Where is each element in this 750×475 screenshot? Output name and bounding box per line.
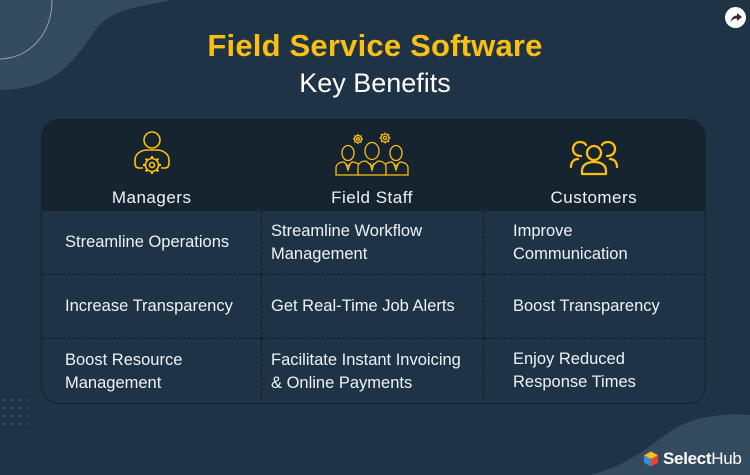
table-cell: Boost Transparency [484, 275, 705, 339]
table-header: Managers [42, 120, 705, 211]
column-label: Managers [111, 188, 192, 207]
field-staff-icon [335, 132, 409, 176]
column-label: Field Staff [331, 188, 413, 207]
table-cell: Increase Transparency [42, 275, 262, 339]
table-cell: Streamline Operations [42, 211, 262, 275]
table-cell: Improve Communication [484, 211, 705, 275]
share-button[interactable] [725, 7, 746, 28]
selecthub-logo: SelectHub [643, 448, 742, 470]
column-label: Customers [550, 188, 638, 207]
table-cell: Enjoy Reduced Response Times [513, 350, 636, 391]
column-header-field-staff: Field Staff [261, 120, 482, 211]
table-cell: Facilitate Instant Invoicing & Online Pa… [262, 339, 484, 403]
customers-group-icon [569, 140, 618, 176]
decorative-blob-bottom [590, 414, 750, 475]
column-header-managers: Managers [42, 120, 261, 211]
decorative-blob-top [0, 0, 170, 90]
manager-gear-icon [133, 131, 170, 174]
table-cell: Streamline Workflow Management [262, 211, 484, 275]
decorative-dots [0, 396, 28, 426]
column-header-customers: Customers [483, 120, 705, 211]
table-cell: Get Real-Time Job Alerts [262, 275, 484, 339]
page-title: Field Service Software [207, 28, 543, 63]
share-arrow-icon [730, 12, 742, 22]
brand-name: SelectHub [663, 449, 742, 468]
benefits-table: Managers [41, 119, 706, 404]
table-cell: Boost Resource Management [42, 339, 262, 403]
benefits-grid: Streamline Operations Streamline Workflo… [42, 211, 705, 403]
selecthub-cube-icon [644, 451, 658, 467]
page-subtitle: Key Benefits [299, 68, 451, 98]
